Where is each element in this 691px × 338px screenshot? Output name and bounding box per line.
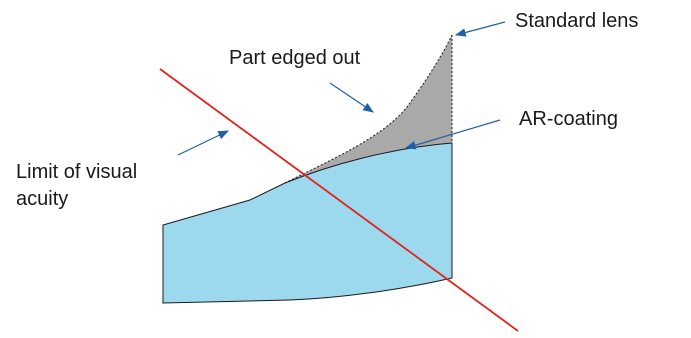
visual-acuity-line [159,68,519,332]
part-edged-out-arrow [329,82,374,113]
ar-coating-label: AR-coating [519,108,618,130]
limit-visual-acuity-arrow [177,130,229,156]
edged-out-outline [284,34,453,184]
limit-visual-acuity-label-line2: acuity [16,188,68,210]
limit-visual-acuity-label-line1: Limit of visual [16,161,137,183]
lens-body [162,142,453,304]
standard-lens-label: Standard lens [515,10,638,32]
part-edged-out-label: Part edged out [229,47,361,69]
ar-coating-arrow [404,119,501,150]
standard-lens-arrow [454,21,506,37]
